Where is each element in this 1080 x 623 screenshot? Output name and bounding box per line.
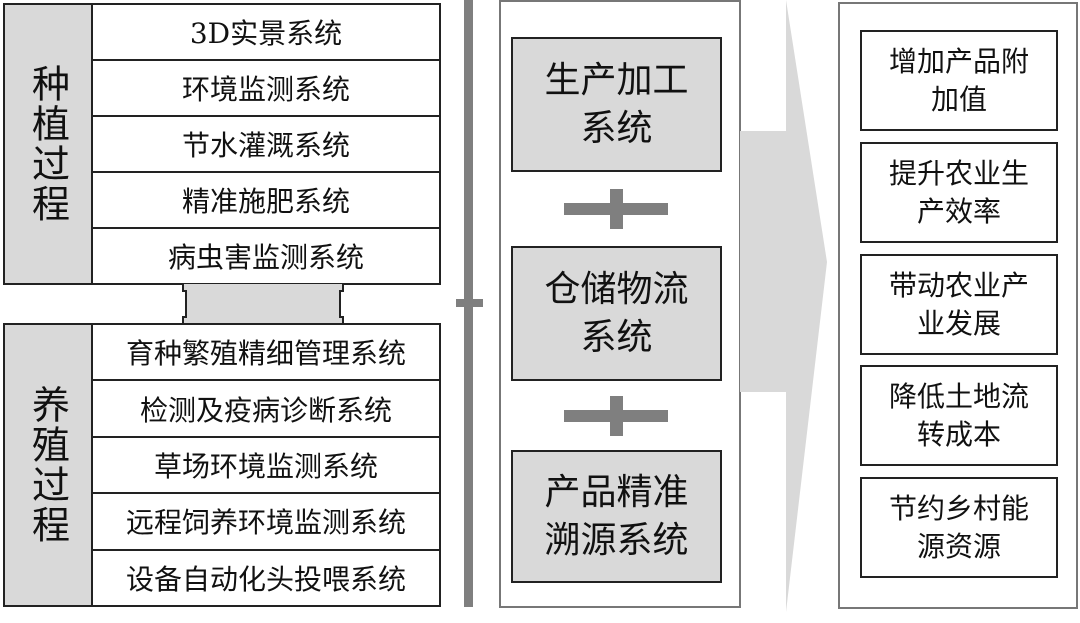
benefit-box: 降低土地流转成本 [860,365,1058,466]
planting-label: 种植过程 [5,5,93,283]
breeding-system-item: 设备自动化头投喂系统 [125,562,406,596]
arrow-icon [740,0,827,612]
breeding-system-item: 远程饲养环境监测系统 [93,494,439,551]
planting-system-item: 节水灌溉系统 [93,117,439,173]
breeding-system-item: 检测及疫病诊断系统 [93,381,439,438]
system-box-production: 生产加工系统 [511,37,722,172]
benefit-box: 提升农业生产效率 [860,142,1058,243]
connector-cross [456,299,483,307]
breeding-group: 养殖过程 育种繁殖精细管理系统检测及疫病诊断系统草场环境监测系统远程饲养环境监测… [3,323,441,607]
plus-icon-vertical [610,189,623,229]
benefit-box: 增加产品附加值 [860,30,1058,131]
breeding-system-item: 草场环境监测系统 [93,438,439,495]
benefit-box: 节约乡村能源资源 [860,477,1058,578]
breeding-system-item: 育种繁殖精细管理系统 [93,325,439,382]
planting-system-item: 3D实景系统 [93,5,439,61]
benefit-box: 带动农业产业发展 [860,254,1058,355]
planting-group: 种植过程 3D实景系统环境监测系统节水灌溉系统精准施肥系统病虫害监测系统 [3,3,441,285]
system-box-traceability: 产品精准溯源系统 [511,450,722,583]
planting-system-item: 环境监测系统 [93,61,439,117]
planting-system-item: 病虫害监测系统 [167,241,364,274]
group-connector [182,283,344,325]
breeding-label: 养殖过程 [5,325,93,605]
plus-icon-vertical [610,396,623,436]
planting-system-item: 精准施肥系统 [93,173,439,229]
system-box-logistics: 仓储物流系统 [511,246,722,381]
